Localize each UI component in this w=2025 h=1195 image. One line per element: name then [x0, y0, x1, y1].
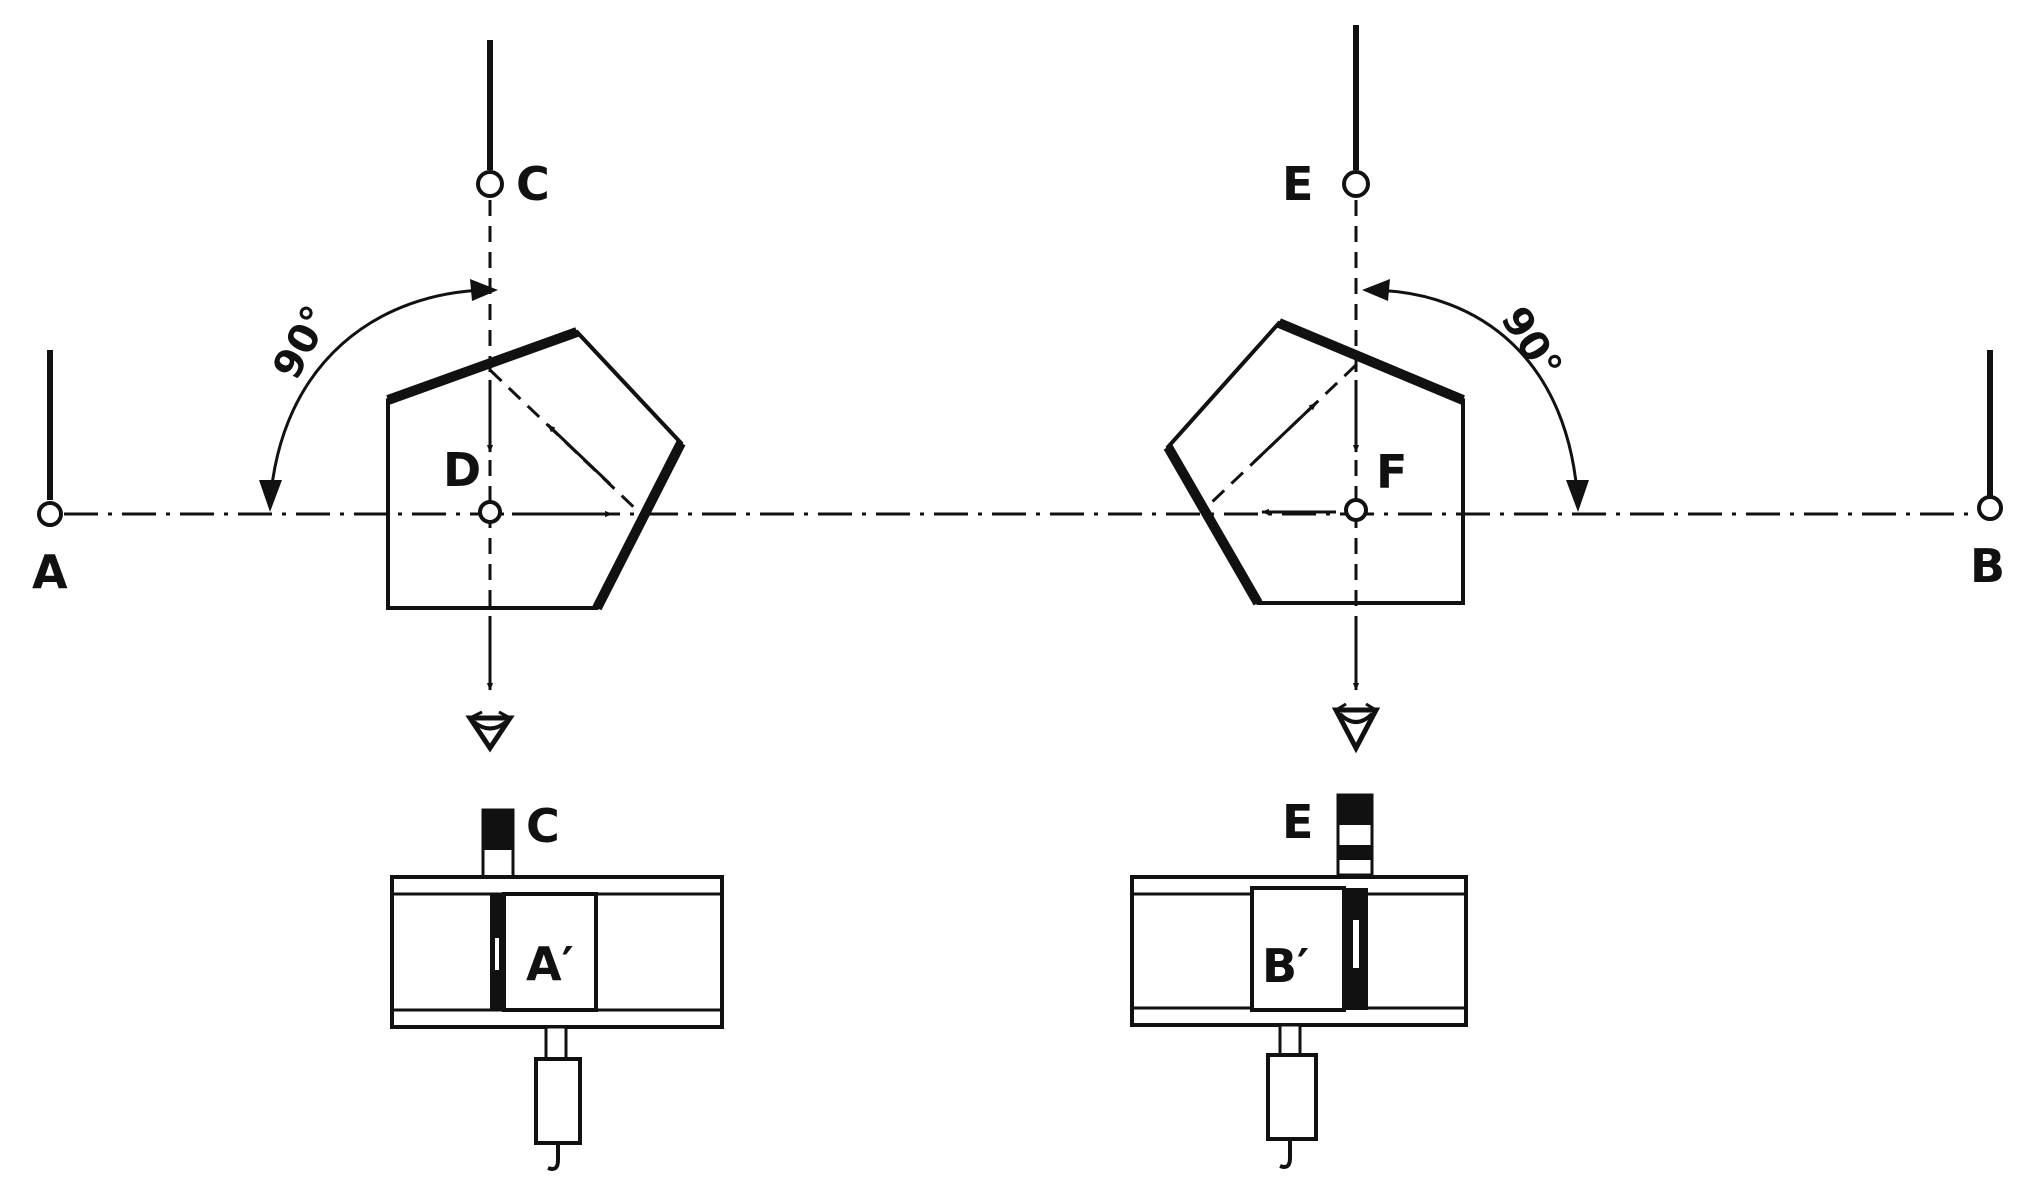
angle-arc-left	[268, 288, 489, 506]
internal-ray-right	[1209, 363, 1358, 505]
label-c-view: C	[526, 799, 560, 853]
angle-label-right: 90°	[1492, 299, 1571, 388]
label-c: C	[516, 157, 550, 211]
pole-e-marker	[1342, 170, 1370, 198]
label-a: A	[32, 545, 68, 599]
angle-arc-right-head-2	[1566, 480, 1589, 512]
internal-ray-arrow-right	[1252, 401, 1318, 464]
label-d: D	[443, 443, 481, 497]
angle-arc-left-head-1	[470, 279, 498, 301]
viewfinder-left	[390, 808, 724, 1171]
mirror-face-right-left	[1163, 444, 1263, 606]
center-d	[478, 500, 502, 524]
right-assembly: E F 90°	[1130, 25, 1589, 1169]
viewfinder-right	[1130, 793, 1468, 1169]
angle-arc-right	[1371, 288, 1580, 506]
angle-label-left: 90°	[264, 298, 340, 386]
label-e-view: E	[1282, 795, 1313, 849]
angle-arc-right-head-1	[1362, 279, 1390, 301]
pole-a	[37, 350, 63, 527]
pentaprism-left	[386, 329, 684, 610]
mirror-face-right-top	[1277, 318, 1465, 405]
mirror-face-left-top	[386, 327, 579, 405]
label-f: F	[1376, 445, 1407, 499]
eye-icon	[465, 710, 515, 753]
pole-b	[1977, 350, 2003, 521]
angle-arc-left-head-2	[259, 480, 282, 512]
left-assembly: C D 90°	[259, 40, 724, 1171]
label-b: B	[1970, 539, 2005, 593]
label-a-prime: A′	[526, 937, 574, 991]
eye-icon	[1331, 702, 1381, 754]
internal-ray-arrow-left	[546, 423, 612, 486]
label-b-prime: B′	[1262, 939, 1309, 993]
center-f	[1344, 498, 1368, 522]
pentaprism-right	[1165, 320, 1465, 605]
mirror-face-left-right	[592, 440, 686, 611]
label-e: E	[1282, 157, 1313, 211]
pole-c-marker	[476, 170, 504, 198]
